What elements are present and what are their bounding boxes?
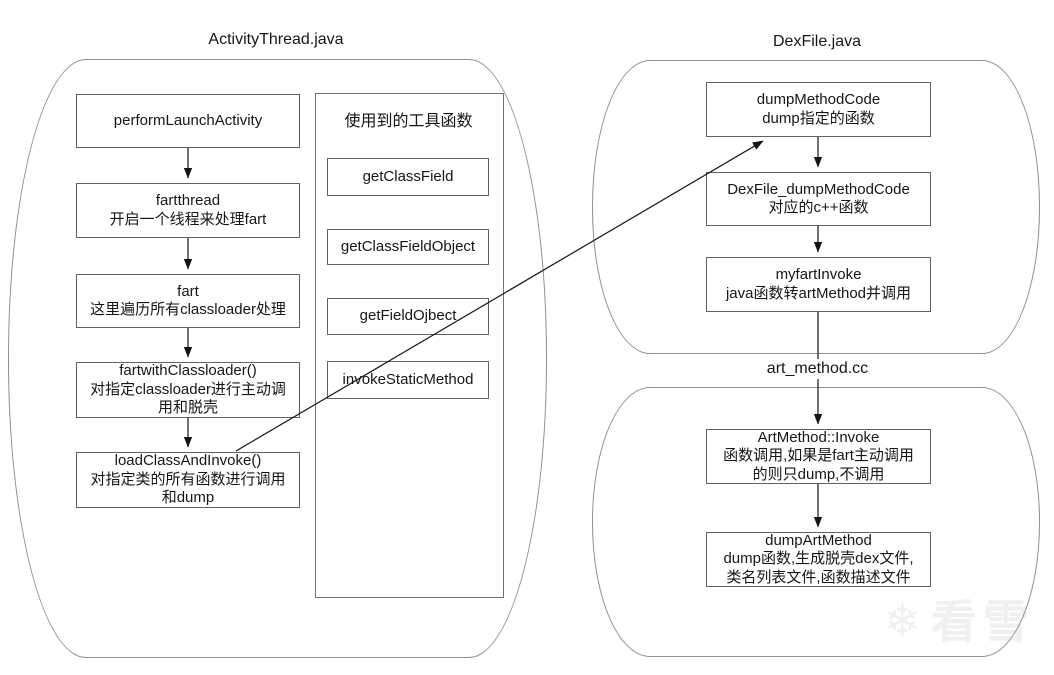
node-fart: fart 这里遍历所有classloader处理 (76, 274, 300, 328)
node-myfartInvoke: myfartInvoke java函数转artMethod并调用 (706, 257, 931, 312)
title-activity-thread: ActivityThread.java (176, 30, 376, 50)
node-getClassFieldObject: getClassFieldObject (327, 229, 489, 265)
node-fartwithClassloader: fartwithClassloader() 对指定classloader进行主动… (76, 362, 300, 418)
title-tools: 使用到的工具函数 (344, 113, 473, 130)
title-dex-file: DexFile.java (717, 32, 917, 52)
node-ArtMethod-Invoke: ArtMethod::Invoke 函数调用,如果是fart主动调用 的则只du… (706, 429, 931, 484)
title-art-method: art_method.cc (750, 359, 885, 379)
node-dumpMethodCode: dumpMethodCode dump指定的函数 (706, 82, 931, 137)
node-dumpArtMethod: dumpArtMethod dump函数,生成脱壳dex文件, 类名列表文件,函… (706, 532, 931, 587)
node-invokeStaticMethod: invokeStaticMethod (327, 361, 489, 399)
node-loadClassAndInvoke: loadClassAndInvoke() 对指定类的所有函数进行调用 和dump (76, 452, 300, 508)
node-performLaunchActivity: performLaunchActivity (76, 94, 300, 148)
node-getClassField: getClassField (327, 158, 489, 196)
node-DexFile_dumpMethodCode: DexFile_dumpMethodCode 对应的c++函数 (706, 172, 931, 226)
snowflake-icon: ❄ (884, 597, 921, 646)
container-art-method (592, 387, 1040, 657)
node-getFieldOjbect: getFieldOjbect (327, 298, 489, 335)
node-fartthread: fartthread 开启一个线程来处理fart (76, 183, 300, 238)
